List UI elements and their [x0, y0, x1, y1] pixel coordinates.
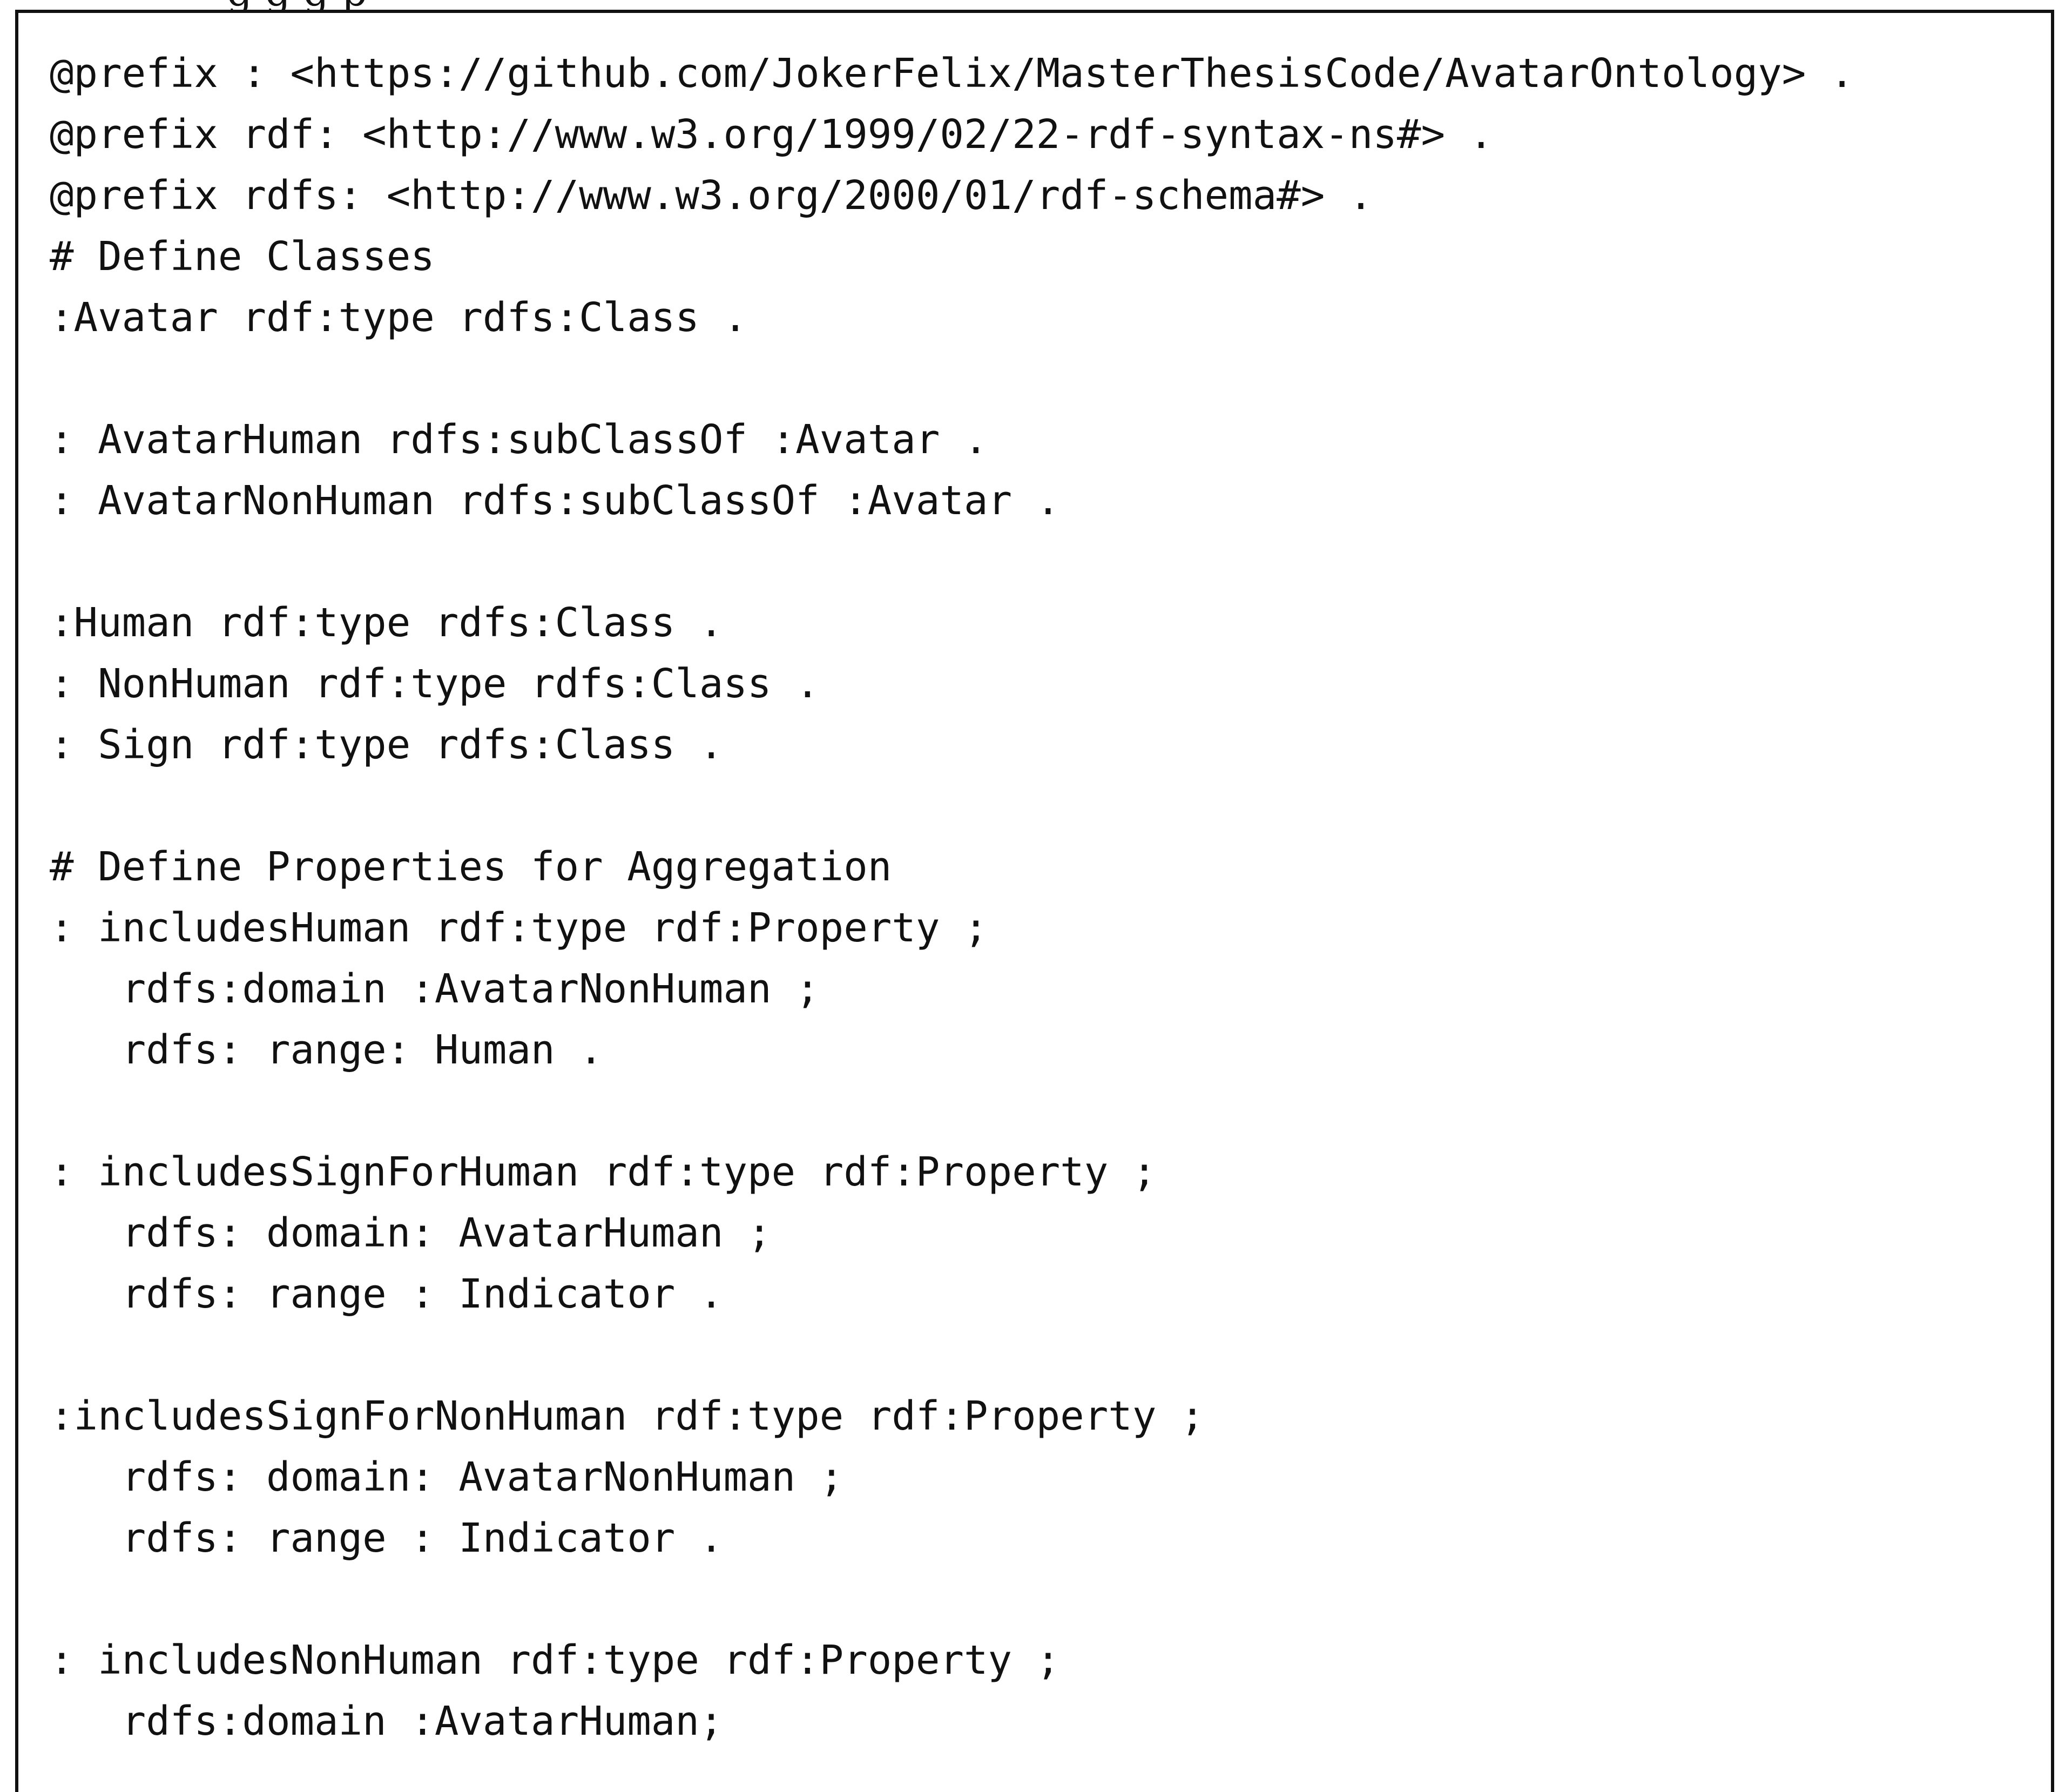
code-line-28: rdfs:domain :AvatarHuman;	[50, 1698, 724, 1744]
code-line-25: rdfs: range : Indicator .	[50, 1515, 724, 1561]
code-line-14: # Define Properties for Aggregation	[50, 844, 892, 890]
code-line-17: rdfs: range: Human .	[50, 1027, 603, 1073]
code-line-13	[50, 776, 1854, 837]
code-line-6	[50, 348, 1854, 409]
code-lines: @prefix : <https://github.com/JokerFelix…	[50, 43, 1854, 1752]
code-line-22	[50, 1325, 1854, 1386]
code-line-12: : Sign rdf:type rdfs:Class .	[50, 722, 724, 768]
caption-remnant: g g g p	[0, 0, 2072, 12]
code-line-10: :Human rdf:type rdfs:Class .	[50, 599, 724, 646]
code-line-9	[50, 531, 1854, 592]
code-line-16: rdfs:domain :AvatarNonHuman ;	[50, 966, 820, 1012]
code-line-2: @prefix rdf: <http://www.w3.org/1999/02/…	[50, 111, 1494, 158]
code-line-8: : AvatarNonHuman rdfs:subClassOf :Avatar…	[50, 477, 1061, 524]
code-line-1: @prefix : <https://github.com/JokerFelix…	[50, 50, 1854, 97]
code-line-21: rdfs: range : Indicator .	[50, 1271, 724, 1317]
code-line-5: :Avatar rdf:type rdfs:Class .	[50, 294, 748, 341]
caption-remnant-text: g g g p	[227, 0, 367, 12]
code-line-11: : NonHuman rdf:type rdfs:Class .	[50, 661, 820, 707]
code-line-7: : AvatarHuman rdfs:subClassOf :Avatar .	[50, 416, 988, 463]
code-line-3: @prefix rdfs: <http://www.w3.org/2000/01…	[50, 172, 1373, 219]
code-line-19: : includesSignForHuman rdf:type rdf:Prop…	[50, 1149, 1157, 1195]
code-line-4: # Define Classes	[50, 233, 435, 280]
code-line-20: rdfs: domain: AvatarHuman ;	[50, 1210, 772, 1256]
code-line-24: rdfs: domain: AvatarNonHuman ;	[50, 1454, 844, 1500]
code-line-23: :includesSignForNonHuman rdf:type rdf:Pr…	[50, 1393, 1205, 1439]
code-line-27: : includesNonHuman rdf:type rdf:Property…	[50, 1637, 1061, 1683]
code-listing-box: @prefix : <https://github.com/JokerFelix…	[15, 10, 2054, 1792]
code-line-26	[50, 1569, 1854, 1630]
code-line-18	[50, 1081, 1854, 1142]
code-line-15: : includesHuman rdf:type rdf:Property ;	[50, 905, 988, 951]
